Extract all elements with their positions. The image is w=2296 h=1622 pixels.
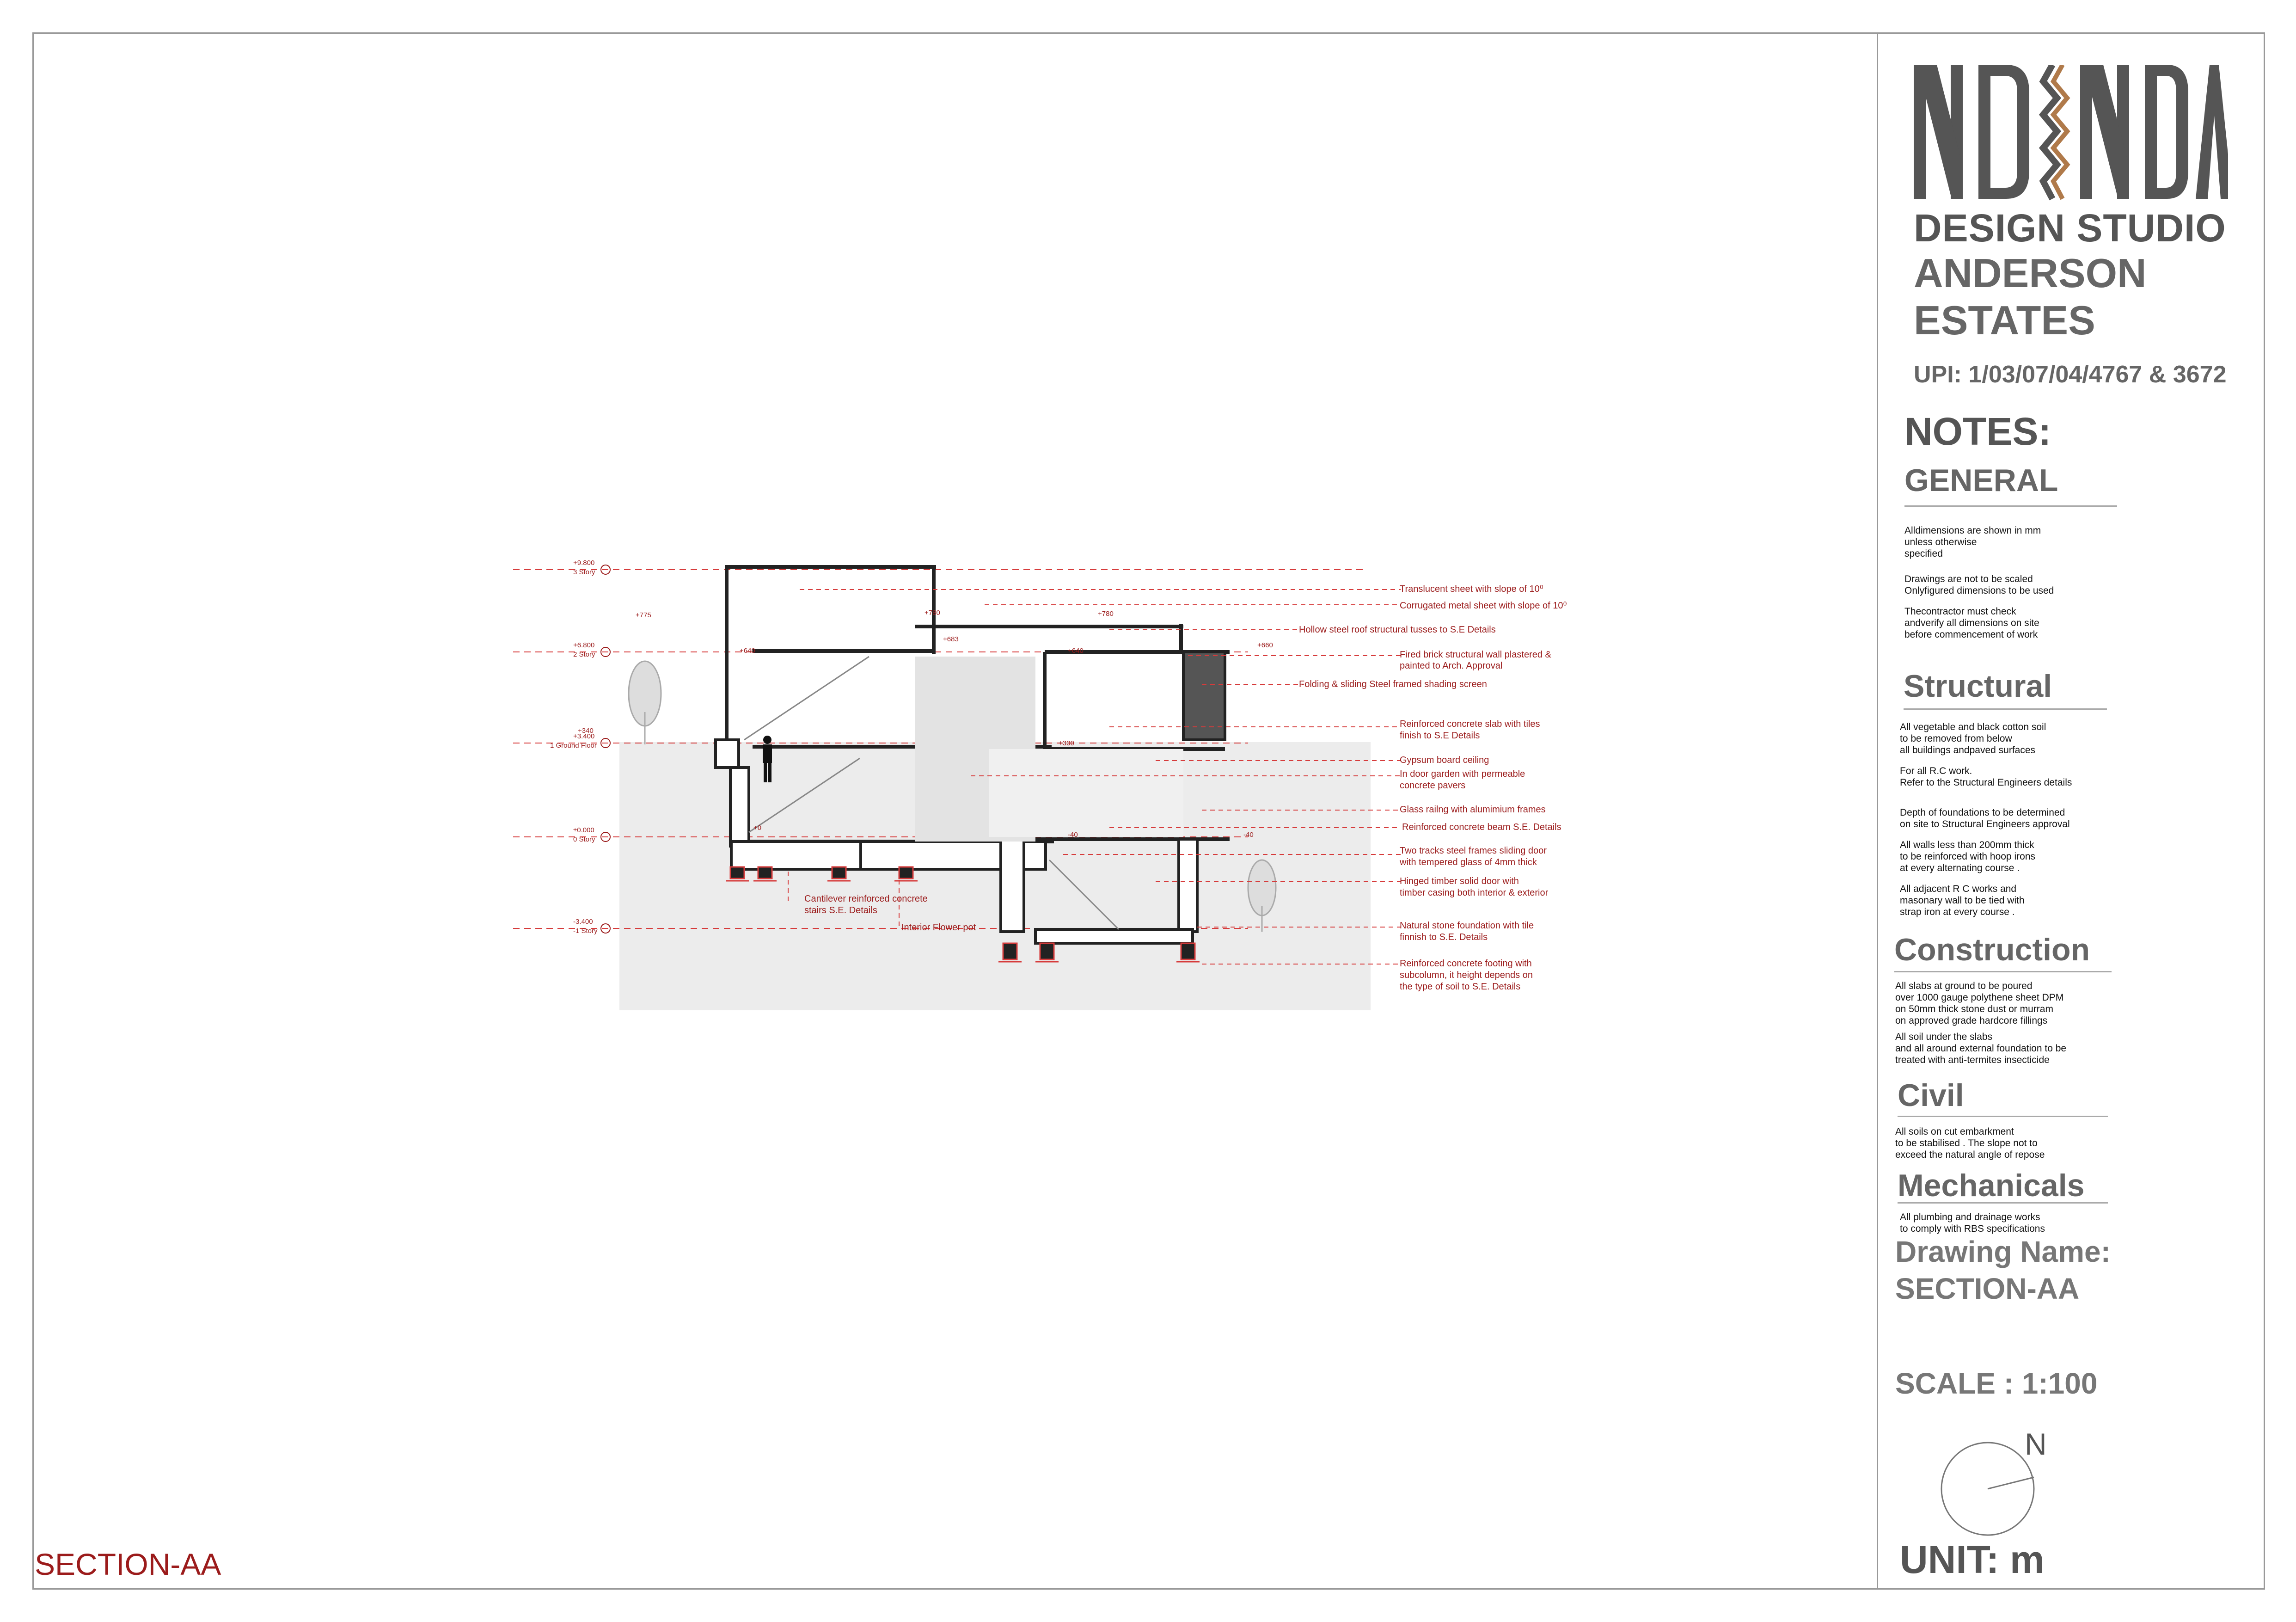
spot-level: +775 xyxy=(636,611,651,619)
notes-section-heading: Civil xyxy=(1898,1078,1964,1113)
level-value: +3.400 xyxy=(573,732,594,740)
level-markers: +9.800 3 Story +6.800 2 Story +3.400 1 G… xyxy=(550,559,598,935)
sheet-label: SECTION-AA xyxy=(35,1547,221,1581)
upi-number: UPI: 1/03/07/04/4767 & 3672 xyxy=(1914,361,2227,388)
callout-cantilever-stairs: Cantilever reinforced concrete xyxy=(804,894,928,904)
spot-level: -40 xyxy=(1068,831,1078,839)
section-drawing: +9.800 3 Story +6.800 2 Story +3.400 1 G… xyxy=(513,559,1567,1010)
level-name: 3 Story xyxy=(573,568,595,576)
level-value: +9.800 xyxy=(573,559,594,567)
spot-level: -40 xyxy=(1243,831,1254,839)
spot-level: +0 xyxy=(753,824,761,832)
north-arrow-icon xyxy=(1941,1442,2035,1536)
note-item: All slabs at ground to be poured over 10… xyxy=(1895,981,2064,1026)
callout-brick-wall: Fired brick structural wall plastered & xyxy=(1400,650,1552,660)
callout-glass-railing: Glass railng with alumimium frames xyxy=(1400,805,1546,815)
callout-footing: Reinforced concrete footing with xyxy=(1400,958,1532,969)
callouts-right: Translucent sheet with slope of 10⁰ Corr… xyxy=(1299,584,1567,992)
note-item: All plumbing and drainage works to compl… xyxy=(1900,1212,2045,1234)
spot-level: +660 xyxy=(1257,641,1273,649)
unit-label: UNIT: m xyxy=(1900,1538,2045,1581)
heading-underline xyxy=(1904,708,2107,710)
note-item: All walls less than 200mm thick to be re… xyxy=(1900,840,2036,873)
note-item: Depth of foundations to be determined on… xyxy=(1900,807,2070,829)
callout-indoor-garden: In door garden with permeable xyxy=(1400,769,1525,779)
callout-stone-foundation: Natural stone foundation with tile xyxy=(1400,921,1534,931)
sheet-border xyxy=(32,32,2265,1590)
callout-gypsum-ceiling: Gypsum board ceiling xyxy=(1400,755,1489,765)
callout-timber-door-2: timber casing both interior & exterior xyxy=(1400,888,1549,898)
callout-stone-foundation-2: finnish to S.E. Details xyxy=(1400,932,1488,942)
drawing-name-label: Drawing Name: xyxy=(1895,1235,2111,1268)
studio-logo xyxy=(1914,65,2228,201)
callout-timber-door: Hinged timber solid door with xyxy=(1400,876,1519,886)
spot-level: +780 xyxy=(1098,610,1114,618)
note-item: Alldimensions are shown in mm unless oth… xyxy=(1904,525,2041,559)
project-name: ANDERSON ESTATES xyxy=(1914,250,2147,344)
callout-slab: Reinforced concrete slab with tiles xyxy=(1400,719,1540,729)
callout-shading-screen: Folding & sliding Steel framed shading s… xyxy=(1299,679,1487,689)
callout-sliding-door: Two tracks steel frames sliding door xyxy=(1400,846,1547,856)
scale-label: SCALE : 1:100 xyxy=(1895,1367,2098,1400)
note-item: Thecontractor must check andverify all d… xyxy=(1904,606,2039,640)
level-symbols xyxy=(600,565,611,934)
title-block: DESIGN STUDIO ANDERSON ESTATES UPI: 1/03… xyxy=(1886,37,2256,1586)
callout-roof-trusses: Hollow steel roof structural tusses to S… xyxy=(1299,625,1496,635)
heading-underline xyxy=(1904,505,2117,507)
callout-flower-pot: Interior Flower pot xyxy=(901,922,976,933)
stairs xyxy=(744,656,1120,930)
callout-beam: Reinforced concrete beam S.E. Details xyxy=(1402,822,1561,832)
note-item: Drawings are not to be scaled Onlyfigure… xyxy=(1904,574,2054,596)
spot-level: +683 xyxy=(943,635,959,643)
level-name: 1 Ground Floor xyxy=(550,742,597,750)
spot-level: +300 xyxy=(1059,739,1074,747)
notes-section-heading: Mechanicals xyxy=(1898,1168,2085,1203)
callout-sliding-door-2: with tempered glass of 4mm thick xyxy=(1399,857,1537,867)
project-line-2: ESTATES xyxy=(1914,297,2095,343)
note-item: All soil under the slabs and all around … xyxy=(1895,1032,2067,1065)
drawing-name: SECTION-AA xyxy=(1895,1272,2080,1305)
note-item: All adjacent R C works and masonary wall… xyxy=(1900,884,2025,917)
notes-section-heading: Construction xyxy=(1894,932,2090,967)
callout-cantilever-stairs-2: stairs S.E. Details xyxy=(804,905,877,915)
note-item: All vegetable and black cotton soil to b… xyxy=(1900,722,2046,756)
stone-foundations xyxy=(714,651,1226,945)
level-name: -1 Story xyxy=(573,927,598,935)
spot-level: +780 xyxy=(925,609,940,617)
notes-section-heading: Structural xyxy=(1904,669,2052,704)
callout-corrugated-sheet: Corrugated metal sheet with slope of 10⁰ xyxy=(1400,601,1567,611)
spot-level: +640 xyxy=(1068,647,1084,655)
callout-translucent-sheet: Translucent sheet with slope of 10⁰ xyxy=(1400,584,1543,594)
callout-slab-2: finish to S.E Details xyxy=(1400,731,1480,741)
project-line-1: ANDERSON xyxy=(1914,250,2147,296)
footings xyxy=(726,866,1200,963)
callout-footing-3: the type of soil to S.E. Details xyxy=(1400,982,1520,992)
trees xyxy=(628,660,1277,932)
callouts-left: Cantilever reinforced concrete stairs S.… xyxy=(804,894,976,933)
callout-leaders xyxy=(788,589,1401,965)
callout-brick-wall-2: painted to Arch. Approval xyxy=(1400,661,1502,671)
note-item: For all R.C work. Refer to the Structura… xyxy=(1900,766,2072,788)
title-block-divider xyxy=(1877,32,1878,1590)
interior-tone-2 xyxy=(989,749,1183,837)
notes-section-heading: GENERAL xyxy=(1904,463,2058,498)
heading-underline xyxy=(1898,1202,2108,1204)
person-figure xyxy=(763,736,772,782)
level-name: 2 Story xyxy=(573,651,595,658)
heading-underline xyxy=(1898,1116,2108,1117)
north-label: N xyxy=(2025,1427,2047,1461)
level-value: -3.400 xyxy=(573,918,593,926)
level-value: +6.800 xyxy=(573,641,594,649)
level-value: ±0.000 xyxy=(573,826,594,834)
spot-level: +640 xyxy=(740,647,755,655)
spot-level: +340 xyxy=(578,727,594,735)
studio-name: DESIGN STUDIO xyxy=(1914,206,2226,250)
notes-heading: NOTES: xyxy=(1904,410,2051,453)
heading-underline xyxy=(1894,971,2112,972)
callout-footing-2: subcolumn, it height depends on xyxy=(1400,970,1533,980)
note-item: All soils on cut embarkment to be stabil… xyxy=(1895,1126,2045,1160)
level-name: 0 Story xyxy=(573,836,595,843)
callout-indoor-garden-2: concrete pavers xyxy=(1400,780,1465,791)
spot-levels: +775 +640 +780 +683 +780 +640 +660 +340 … xyxy=(578,609,1273,839)
